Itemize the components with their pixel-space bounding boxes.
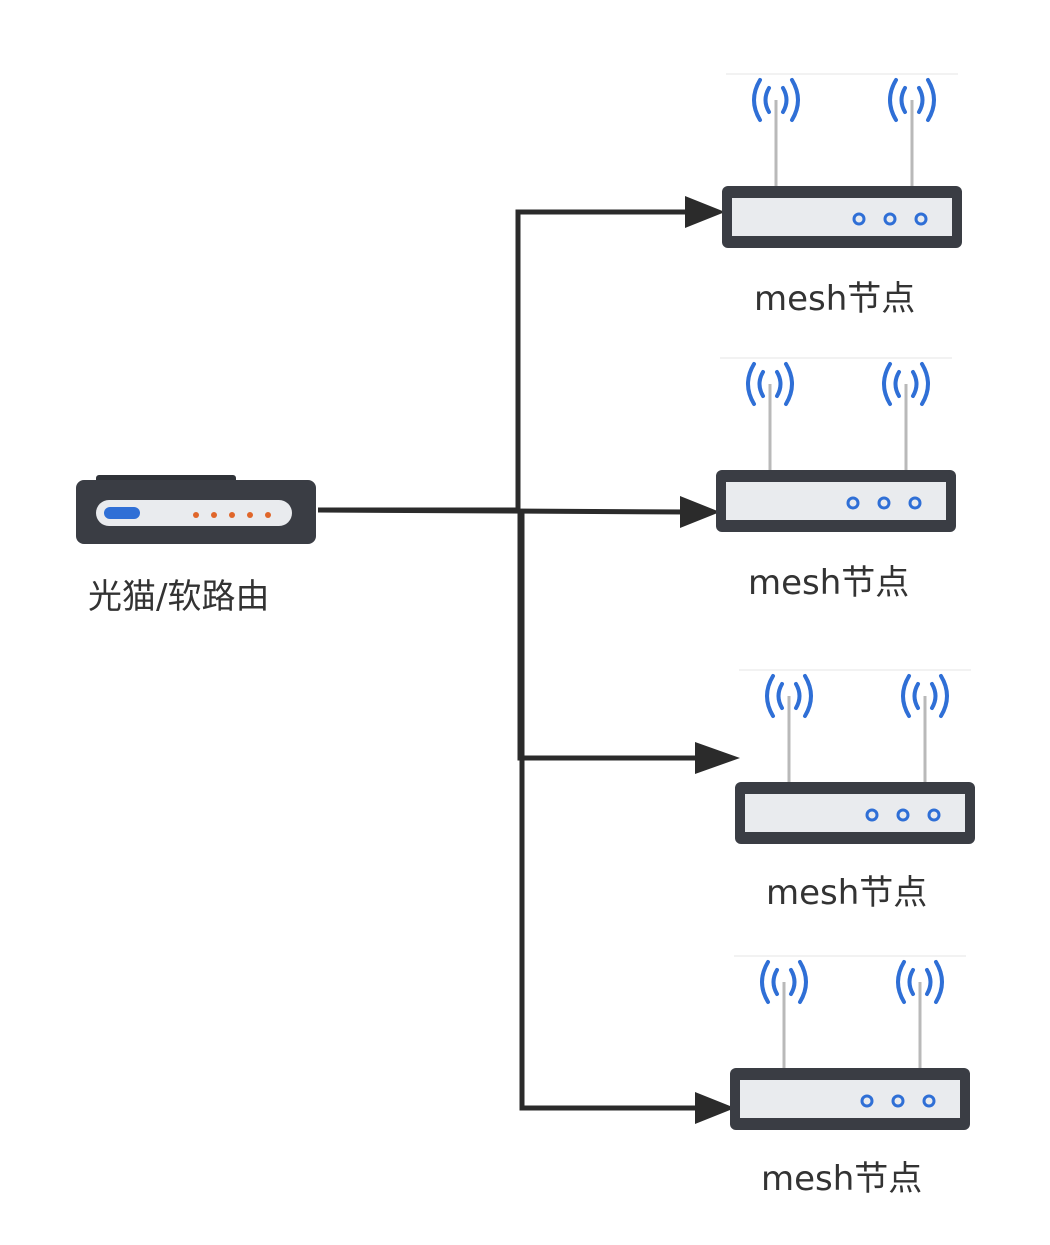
mesh-router-icon	[735, 669, 975, 844]
node-label-3: mesh节点	[766, 873, 928, 913]
mesh-router-icon	[730, 955, 970, 1130]
wifi-signal-icon	[765, 674, 813, 718]
wifi-signal-icon	[882, 362, 930, 406]
wifi-signal-icon	[746, 362, 794, 406]
arrowhead-node-3	[695, 742, 740, 774]
source-label: 光猫/软路由	[88, 577, 270, 617]
mesh-router-icon	[716, 357, 956, 532]
modem-icon	[76, 475, 316, 544]
wifi-signal-icon	[896, 960, 944, 1004]
wifi-signal-icon	[760, 960, 808, 1004]
wifi-signal-icon	[752, 78, 800, 122]
connector-to-node-4	[519, 512, 700, 1111]
node-label-1: mesh节点	[754, 279, 916, 319]
mesh-nodes	[716, 73, 975, 1130]
node-label-4: mesh节点	[761, 1159, 923, 1199]
wifi-signal-icon	[901, 674, 949, 718]
arrowhead-node-2	[680, 496, 720, 528]
arrowhead-node-1	[685, 196, 725, 228]
node-label-2: mesh节点	[748, 563, 910, 603]
wifi-signal-icon	[888, 78, 936, 122]
arrowhead-node-4	[695, 1092, 735, 1124]
connector-to-node-2	[317, 507, 691, 515]
arrowheads	[680, 196, 740, 1124]
connector-to-node-1	[318, 209, 690, 513]
connector-to-node-3	[517, 512, 700, 761]
connectors	[317, 209, 700, 1111]
mesh-router-icon	[722, 73, 962, 248]
